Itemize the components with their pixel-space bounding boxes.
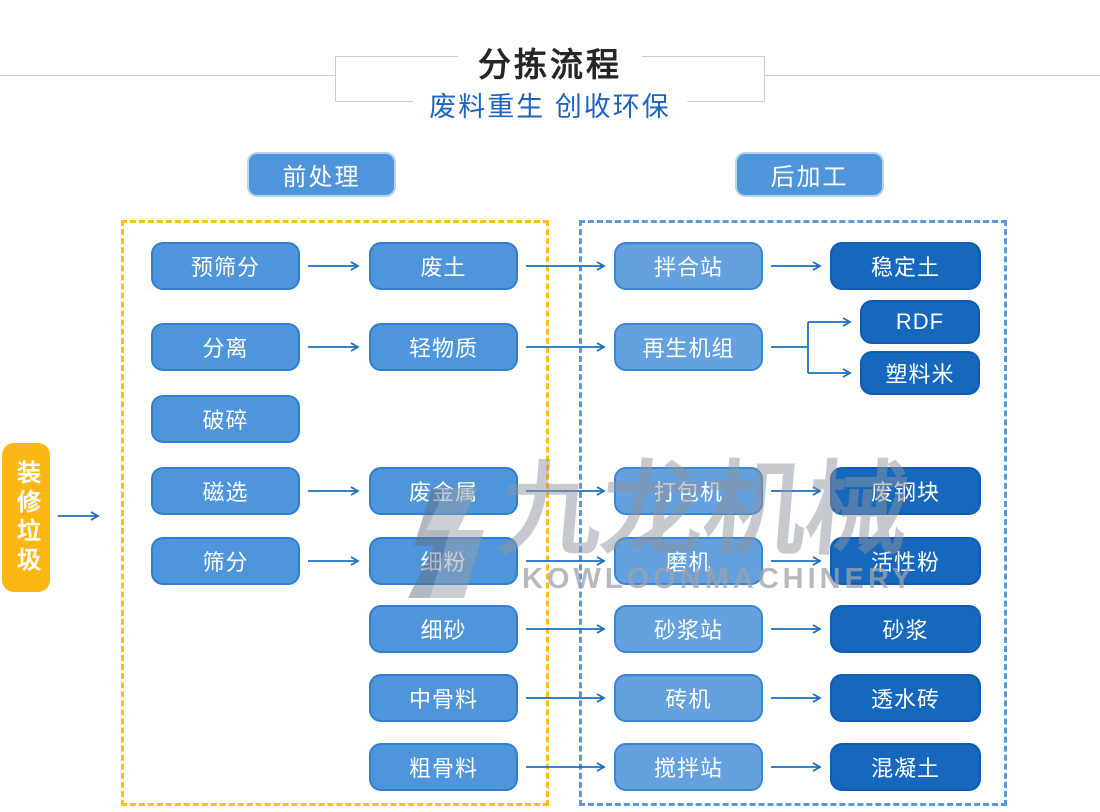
post-processing-label: 后加工 — [735, 152, 884, 197]
node-crushing: 破碎 — [151, 395, 300, 443]
node-mortar: 砂浆 — [830, 605, 981, 653]
node-waste-soil: 废土 — [369, 242, 518, 290]
node-recycling-unit: 再生机组 — [614, 323, 763, 371]
node-plastic-pellets: 塑料米 — [860, 351, 980, 395]
pre-processing-label: 前处理 — [247, 152, 396, 197]
node-separation: 分离 — [151, 323, 300, 371]
node-mill: 磨机 — [614, 537, 763, 585]
flow-branch — [771, 322, 809, 373]
node-medium-aggregate: 中骨料 — [369, 674, 518, 722]
node-stabilized-soil: 稳定土 — [830, 242, 981, 290]
node-scrap-steel: 废钢块 — [830, 467, 981, 515]
node-permeable-brick: 透水砖 — [830, 674, 981, 722]
node-mixing-plant: 拌合站 — [614, 242, 763, 290]
node-fine-sand: 细砂 — [369, 605, 518, 653]
node-light-materials: 轻物质 — [369, 323, 518, 371]
node-baler: 打包机 — [614, 467, 763, 515]
node-coarse-aggregate: 粗骨料 — [369, 743, 518, 791]
node-concrete: 混凝土 — [830, 743, 981, 791]
node-fine-powder: 细粉 — [369, 537, 518, 585]
node-rdf: RDF — [860, 300, 980, 344]
node-pre-screening: 预筛分 — [151, 242, 300, 290]
page-subtitle: 废料重生 创收环保 — [413, 85, 687, 124]
page-title: 分拣流程 — [458, 38, 642, 86]
source-renovation-waste: 装修垃圾 — [2, 443, 50, 592]
node-magnetic-separation: 磁选 — [151, 467, 300, 515]
node-brick-machine: 砖机 — [614, 674, 763, 722]
node-screening: 筛分 — [151, 537, 300, 585]
node-concrete-mixing-plant: 搅拌站 — [614, 743, 763, 791]
node-mortar-plant: 砂浆站 — [614, 605, 763, 653]
post-processing-dashed-region — [579, 220, 1007, 806]
node-scrap-metal: 废金属 — [369, 467, 518, 515]
node-active-powder: 活性粉 — [830, 537, 981, 585]
pre-processing-dashed-region — [121, 220, 549, 806]
